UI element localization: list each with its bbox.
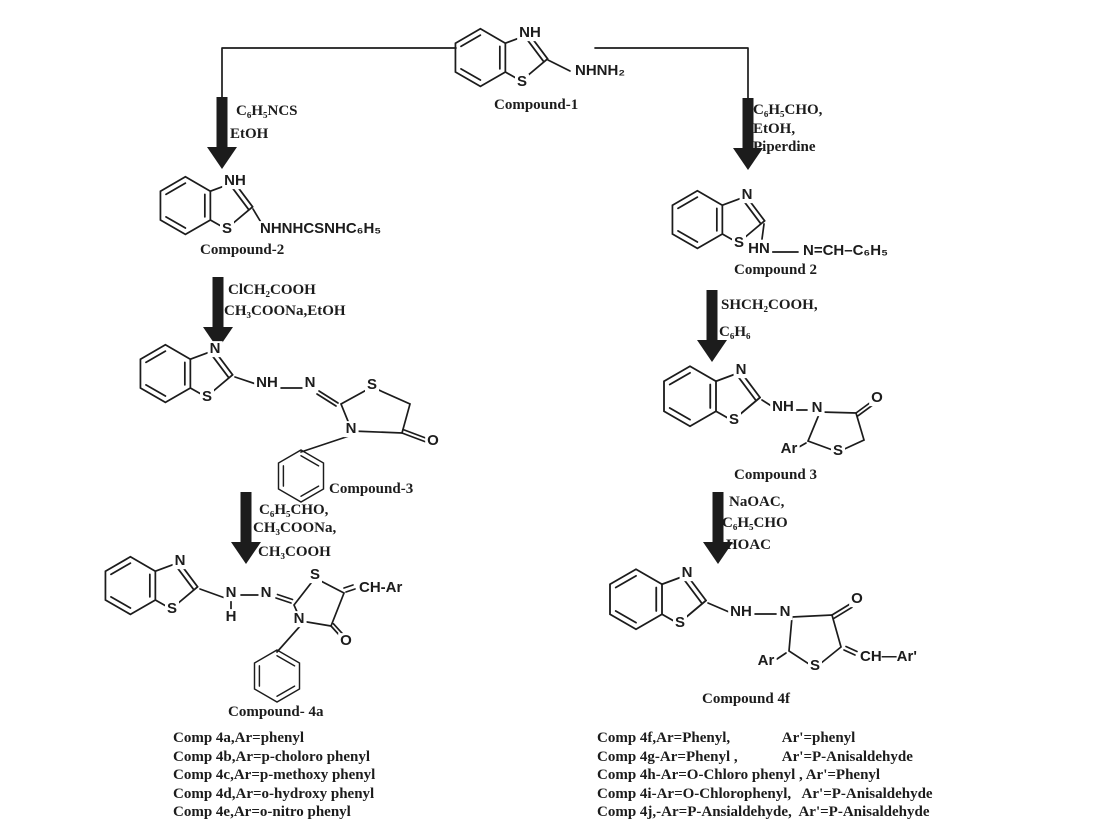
right-reagent-2a: SHCH₂COOH, — [721, 297, 818, 313]
c3r-nh: NH — [770, 398, 796, 416]
left-reagent-1a: C₆H₅NCS — [236, 103, 298, 119]
c3r-ring-n: N — [733, 361, 749, 379]
c3l-nh: NH — [254, 374, 280, 392]
branch-connector-lines — [221, 47, 749, 101]
c4f-carbonyl-o: O — [849, 590, 865, 608]
left-reagent-2b: CH₃COONa,EtOH — [224, 303, 346, 319]
c1-ring-s: S — [514, 73, 530, 91]
left-reagent-2a: ClCH₂COOH — [228, 282, 316, 298]
variant-line: Comp 4h-Ar=O-Chloro phenyl , Ar'=Phenyl — [597, 767, 881, 783]
c1-chain-nhnh2: NHNH₂ — [573, 62, 627, 80]
left-reagent-3b: CH₃COONa, — [253, 520, 337, 536]
left-reagent-3a: C₆H₅CHO, — [259, 502, 329, 518]
c4f-ring-n: N — [679, 564, 695, 582]
c4a-h: H — [223, 608, 239, 626]
c3r-carbonyl-o: O — [869, 389, 885, 407]
c2r-name: Compound 2 — [734, 262, 817, 278]
right-reagent-1c: Piperdine — [753, 139, 816, 155]
variant-line: Comp 4j,-Ar=P-Ansialdehyde, Ar'=P-Anisal… — [597, 804, 930, 820]
c2l-name: Compound-2 — [200, 242, 285, 258]
c3l-thiazolidinone-n: N — [343, 420, 359, 438]
c4f-thiazolidinone-n: N — [777, 603, 793, 621]
c4a-n1: N — [223, 584, 239, 602]
c4a-name: Compound- 4a — [228, 704, 324, 720]
c3l-ring-s: S — [199, 388, 215, 406]
variant-line: Comp 4d,Ar=o-hydroxy phenyl — [173, 785, 375, 802]
c4a-ring-n: N — [172, 552, 188, 570]
left-reagent-3c: CH₃COOH — [258, 544, 331, 560]
c3r-thiazolidinone-s: S — [830, 442, 846, 460]
right-reagent-1a: C₆H₅CHO, — [753, 102, 823, 118]
c4a-carbonyl-o: O — [338, 632, 354, 650]
variant-line: Comp 4a,Ar=phenyl — [173, 730, 305, 746]
c4f-nh: NH — [728, 603, 754, 621]
c4a-n2: N — [258, 584, 274, 602]
compound-3-right-structure — [662, 365, 874, 453]
c4a-ch-ar: CH-Ar — [357, 579, 405, 597]
c3r-name: Compound 3 — [734, 467, 817, 483]
c3l-thiazolidinone-s: S — [364, 376, 380, 394]
variant-line: Comp 4i-Ar=O-Chlorophenyl, Ar'=P-Anisald… — [597, 785, 933, 802]
right-variant-list: Comp 4f,Ar=Phenyl, Ar'=phenyl Comp 4g-Ar… — [597, 729, 933, 822]
right-reagent-3a: NaOAC, — [729, 494, 785, 510]
c3l-ring-n: N — [207, 340, 223, 358]
c3r-ring-s: S — [726, 411, 742, 429]
compound-3-left-structure — [139, 343, 428, 503]
variant-line: Comp 4f,Ar=Phenyl, Ar'=phenyl — [597, 730, 856, 746]
c4f-name: Compound 4f — [702, 691, 790, 707]
c4f-ar: Ar — [755, 652, 777, 670]
variant-line: Comp 4g-Ar=Phenyl , Ar'=P-Anisaldehyde — [597, 748, 913, 765]
c3r-thiazolidinone-n: N — [809, 399, 825, 417]
left-variant-list: Comp 4a,Ar=phenyl Comp 4b,Ar=p-choloro p… — [173, 729, 375, 822]
c1-ring-nh: NH — [517, 24, 543, 42]
right-reagent-1b: EtOH, — [753, 121, 796, 137]
left-reagent-1b: EtOH — [230, 126, 269, 142]
variant-line: Comp 4b,Ar=p-choloro phenyl — [173, 748, 371, 765]
variant-line: Comp 4e,Ar=o-nitro phenyl — [173, 804, 351, 820]
c4a-thiazolidinone-n: N — [291, 610, 307, 628]
c4a-ring-s: S — [164, 600, 180, 618]
right-reagent-3b: C₆H₅CHO — [722, 515, 788, 531]
right-reagent-2b: C₆H₆ — [719, 324, 751, 340]
c2l-ring-s: S — [219, 220, 235, 238]
c3l-name: Compound-3 — [329, 481, 414, 497]
compound-1-structure — [454, 27, 571, 88]
c3l-carbonyl-o: O — [425, 432, 441, 450]
c2r-hn: HN — [746, 240, 772, 258]
c4f-ring-s: S — [672, 614, 688, 632]
right-reagent-3c: HOAC — [726, 537, 771, 553]
c2r-ring-n: N — [739, 186, 755, 204]
c2l-chain: NHNHCSNHC₆H₅ — [258, 220, 384, 238]
compound-2-right-structure — [671, 189, 799, 253]
c2r-chain: N=CH–C₆H₅ — [801, 242, 890, 260]
compound-4f-structure — [608, 568, 858, 670]
c4f-ch-ar: CH—Ar' — [858, 648, 919, 666]
c3r-ar: Ar — [778, 440, 800, 458]
c2r-ring-s: S — [731, 234, 747, 252]
c2l-ring-nh: NH — [222, 172, 248, 190]
c4a-thiazolidinone-s: S — [307, 566, 323, 584]
c4f-thiazolidinone-s: S — [807, 657, 823, 675]
variant-line: Comp 4c,Ar=p-methoxy phenyl — [173, 767, 376, 783]
c3l-n: N — [302, 374, 318, 392]
c1-name: Compound-1 — [494, 97, 579, 113]
